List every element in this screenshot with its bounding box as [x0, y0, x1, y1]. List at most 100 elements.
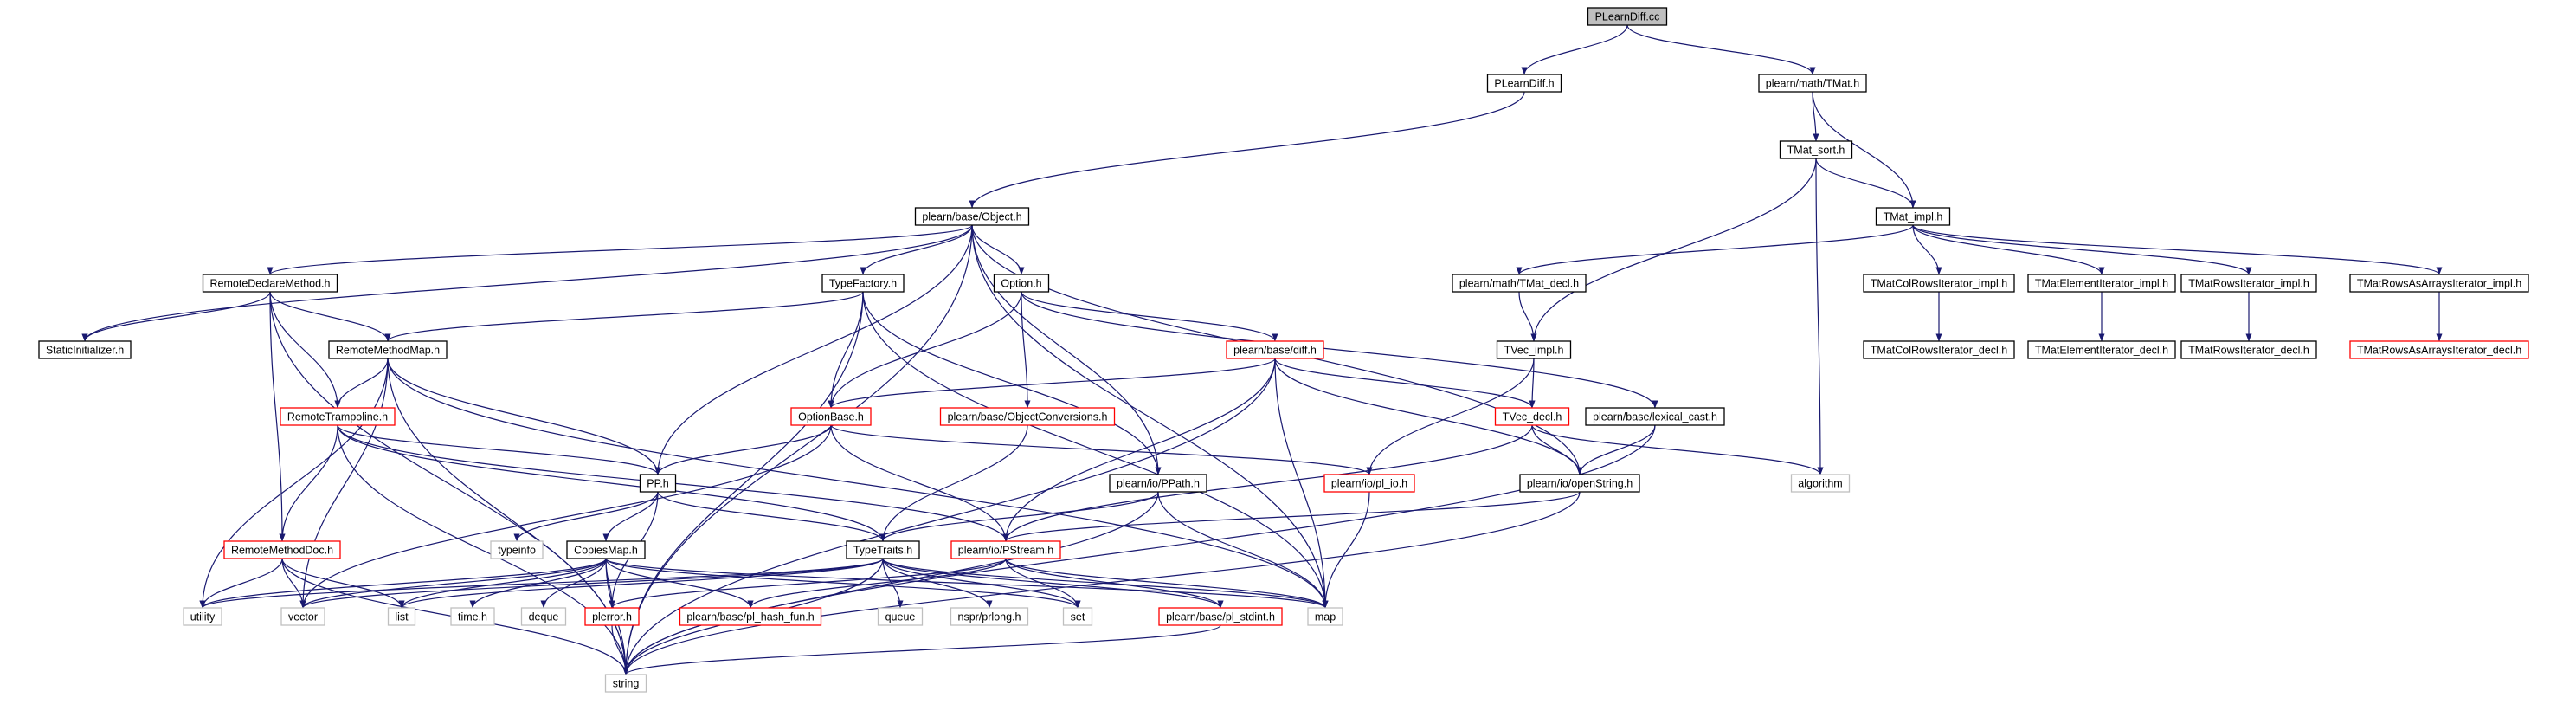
node-label: plearn/base/lexical_cast.h: [1593, 411, 1717, 423]
node-tmat-col-rows-iter-decl-h[interactable]: TMatColRowsIterator_decl.h: [1863, 340, 2015, 359]
node-tmat-h[interactable]: plearn/math/TMat.h: [1758, 74, 1867, 93]
edge-diff-h-to-tvec-decl-h: [1274, 358, 1536, 409]
edge-type-traits-h-to-set: [882, 558, 1081, 609]
edge-remote-trampoline-h-to-string: [337, 424, 629, 675]
edge-option-h-to-option-base-h: [828, 291, 1022, 409]
edge-ppath-h-to-map: [1157, 491, 1329, 609]
node-label: set: [1071, 611, 1085, 623]
node-box: [1863, 340, 2015, 359]
node-tmat-rows-iter-impl-h[interactable]: TMatRowsIterator_impl.h: [2180, 274, 2317, 293]
node-pl-learn-diff-h[interactable]: PLearnDiff.h: [1486, 74, 1562, 93]
node-set[interactable]: set: [1062, 607, 1093, 626]
edge-remote-method-map-h-to-utility: [199, 358, 389, 609]
edge-lexical-cast-h-to-string: [622, 424, 1656, 675]
node-tvec-impl-h[interactable]: TVec_impl.h: [1496, 340, 1572, 359]
node-tmat-sort-h[interactable]: TMat_sort.h: [1779, 140, 1853, 159]
node-lexical-cast-h[interactable]: plearn/base/lexical_cast.h: [1585, 407, 1725, 426]
node-label: PLearnDiff.h: [1494, 78, 1554, 90]
node-pl-io-h[interactable]: plearn/io/pl_io.h: [1323, 474, 1415, 493]
node-pl-learn-diff-cc[interactable]: PLearnDiff.cc: [1587, 7, 1668, 26]
edge-object-h-to-option-h: [971, 224, 1025, 275]
node-remote-trampoline-h[interactable]: RemoteTrampoline.h: [280, 407, 396, 426]
edge-remote-trampoline-h-to-remote-method-doc-h: [279, 424, 338, 542]
node-box: [520, 607, 567, 626]
node-type-traits-h[interactable]: TypeTraits.h: [846, 540, 920, 559]
edge-option-base-h-to-pp-h: [654, 424, 832, 475]
node-box: [950, 540, 1061, 559]
node-tmat-col-rows-iter-impl-h[interactable]: TMatColRowsIterator_impl.h: [1863, 274, 2015, 293]
node-list[interactable]: list: [387, 607, 416, 626]
node-utility[interactable]: utility: [183, 607, 222, 626]
node-time-h[interactable]: time.h: [450, 607, 495, 626]
node-object-conversions-h[interactable]: plearn/base/ObjectConversions.h: [939, 407, 1116, 426]
node-box: [1585, 407, 1725, 426]
node-remote-method-doc-h[interactable]: RemoteMethodDoc.h: [223, 540, 341, 559]
edge-tmat-sort-h-to-algorithm: [1815, 158, 1824, 475]
node-label: list: [395, 611, 409, 623]
edge-remote-declare-method-h-to-static-initializer-h: [81, 291, 271, 342]
node-label: time.h: [458, 611, 487, 623]
node-map[interactable]: map: [1307, 607, 1343, 626]
edge-option-base-h-to-vector: [299, 424, 832, 609]
node-box: [1494, 407, 1570, 426]
node-label: RemoteMethodDoc.h: [231, 545, 333, 557]
node-open-string-h[interactable]: plearn/io/openString.h: [1519, 474, 1640, 493]
node-label: plearn/io/openString.h: [1527, 478, 1633, 490]
node-nspr-prlong-h[interactable]: nspr/prlong.h: [950, 607, 1029, 626]
edge-option-base-h-to-pstream-h: [830, 424, 1009, 542]
node-type-factory-h[interactable]: TypeFactory.h: [821, 274, 905, 293]
node-label: OptionBase.h: [798, 411, 864, 423]
node-option-base-h[interactable]: OptionBase.h: [790, 407, 872, 426]
edge-copies-map-h-to-vector: [299, 558, 607, 609]
edge-object-h-to-remote-declare-method-h: [267, 224, 973, 275]
node-tmat-elem-iter-impl-h[interactable]: TMatElementIterator_impl.h: [2027, 274, 2176, 293]
node-box: [2180, 274, 2317, 293]
edge-type-traits-h-to-utility: [199, 558, 884, 609]
node-vector[interactable]: vector: [280, 607, 325, 626]
node-plerror-h[interactable]: plerror.h: [584, 607, 640, 626]
node-tmat-decl-h[interactable]: plearn/math/TMat_decl.h: [1452, 274, 1587, 293]
node-algorithm[interactable]: algorithm: [1790, 474, 1851, 493]
edge-pl-learn-diff-h-to-object-h: [969, 91, 1525, 209]
node-tvec-decl-h[interactable]: TVec_decl.h: [1494, 407, 1570, 426]
edge-diff-h-to-map: [1274, 358, 1329, 609]
node-typeinfo[interactable]: typeinfo: [490, 540, 544, 559]
node-tmat-rows-as-arrays-iter-impl-h[interactable]: TMatRowsAsArraysIterator_impl.h: [2349, 274, 2529, 293]
node-queue[interactable]: queue: [877, 607, 924, 626]
node-pl-stdint-h[interactable]: plearn/base/pl_stdint.h: [1158, 607, 1283, 626]
node-tmat-impl-h[interactable]: TMat_impl.h: [1875, 207, 1951, 226]
edge-copies-map-h-to-map: [605, 558, 1329, 609]
node-label: algorithm: [1798, 478, 1842, 490]
node-tmat-elem-iter-decl-h[interactable]: TMatElementIterator_decl.h: [2027, 340, 2176, 359]
node-pstream-h[interactable]: plearn/io/PStream.h: [950, 540, 1061, 559]
node-box: [950, 607, 1029, 626]
edge-remote-method-doc-h-to-list: [281, 558, 405, 609]
node-pp-h[interactable]: PP.h: [639, 474, 677, 493]
node-pl-hash-fun-h[interactable]: plearn/base/pl_hash_fun.h: [679, 607, 822, 626]
node-tmat-rows-iter-decl-h[interactable]: TMatRowsIterator_decl.h: [2180, 340, 2317, 359]
node-string[interactable]: string: [604, 674, 647, 693]
edge-pl-io-h-to-map: [1322, 491, 1370, 609]
node-deque[interactable]: deque: [520, 607, 567, 626]
node-tmat-rows-as-arrays-iter-decl-h[interactable]: TMatRowsAsArraysIterator_decl.h: [2349, 340, 2529, 359]
node-option-h[interactable]: Option.h: [993, 274, 1050, 293]
node-label: map: [1315, 611, 1336, 623]
node-ppath-h[interactable]: plearn/io/PPath.h: [1109, 474, 1208, 493]
node-box: [280, 407, 396, 426]
node-box: [1496, 340, 1572, 359]
edge-copies-map-h-to-list: [398, 558, 607, 609]
node-label: TVec_decl.h: [1503, 411, 1562, 423]
node-remote-method-map-h[interactable]: RemoteMethodMap.h: [328, 340, 448, 359]
node-static-initializer-h[interactable]: StaticInitializer.h: [38, 340, 132, 359]
edge-tmat-impl-h-to-tmat-rows-as-arrays-iter-impl-h: [1912, 224, 2443, 275]
node-label: TMatRowsAsArraysIterator_decl.h: [2357, 345, 2521, 357]
node-label: TMat_sort.h: [1787, 145, 1845, 157]
node-copies-map-h[interactable]: CopiesMap.h: [566, 540, 646, 559]
edge-copies-map-h-to-deque: [540, 558, 607, 609]
node-remote-declare-method-h[interactable]: RemoteDeclareMethod.h: [202, 274, 338, 293]
node-object-h[interactable]: plearn/base/Object.h: [914, 207, 1030, 226]
node-diff-h[interactable]: plearn/base/diff.h: [1226, 340, 1324, 359]
edge-pl-learn-diff-cc-to-tmat-h: [1626, 24, 1816, 75]
edge-type-factory-h-to-option-base-h: [828, 291, 864, 409]
node-label: TMatColRowsIterator_decl.h: [1871, 345, 2007, 357]
